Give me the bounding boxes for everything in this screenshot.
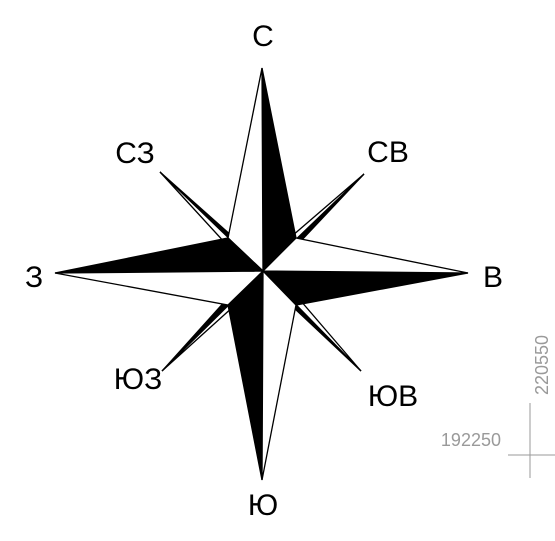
label-northeast: СВ <box>367 136 409 169</box>
label-north: С <box>252 20 274 53</box>
label-southeast: ЮВ <box>368 380 418 413</box>
coordinate-marker: 192250 220550 <box>441 335 555 478</box>
west-point <box>55 238 263 305</box>
label-south: Ю <box>248 489 278 522</box>
south-point <box>228 271 296 480</box>
north-point <box>228 68 296 271</box>
east-point <box>263 238 468 305</box>
label-southwest: ЮЗ <box>114 363 162 396</box>
compass-rose-star <box>55 68 468 480</box>
label-east: В <box>483 261 503 294</box>
label-northwest: СЗ <box>115 137 154 170</box>
coordinate-x-label: 192250 <box>441 430 501 450</box>
label-west: З <box>25 261 43 294</box>
coordinate-y-label: 220550 <box>532 335 552 395</box>
